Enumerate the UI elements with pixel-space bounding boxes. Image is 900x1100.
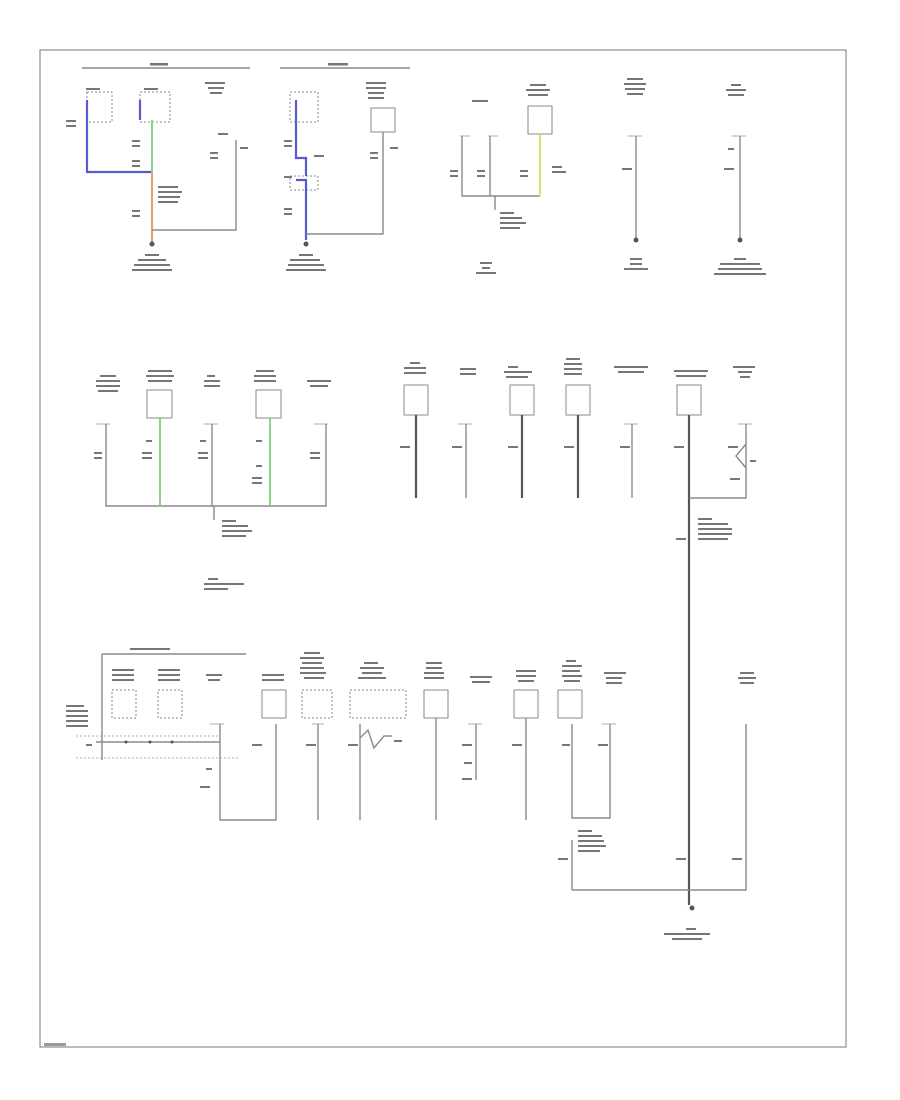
section-7-group	[66, 648, 287, 821]
switch-component	[86, 88, 113, 123]
ground-symbol	[633, 237, 639, 243]
section-3-group	[450, 84, 566, 274]
section-8-group	[300, 652, 492, 820]
ground-symbol	[737, 237, 743, 243]
ground-symbol	[689, 905, 695, 911]
section-6-group	[400, 358, 756, 905]
section-1-group	[66, 63, 250, 271]
section-9-group	[512, 660, 756, 940]
footer-label	[44, 1043, 66, 1046]
switch-component	[139, 88, 171, 123]
diagram-frame	[39, 49, 847, 1048]
ground-symbol	[149, 241, 155, 247]
section-2-group	[280, 63, 410, 271]
section-5-group	[94, 370, 331, 590]
ground-symbol	[303, 241, 309, 247]
section-4-group	[622, 78, 766, 275]
